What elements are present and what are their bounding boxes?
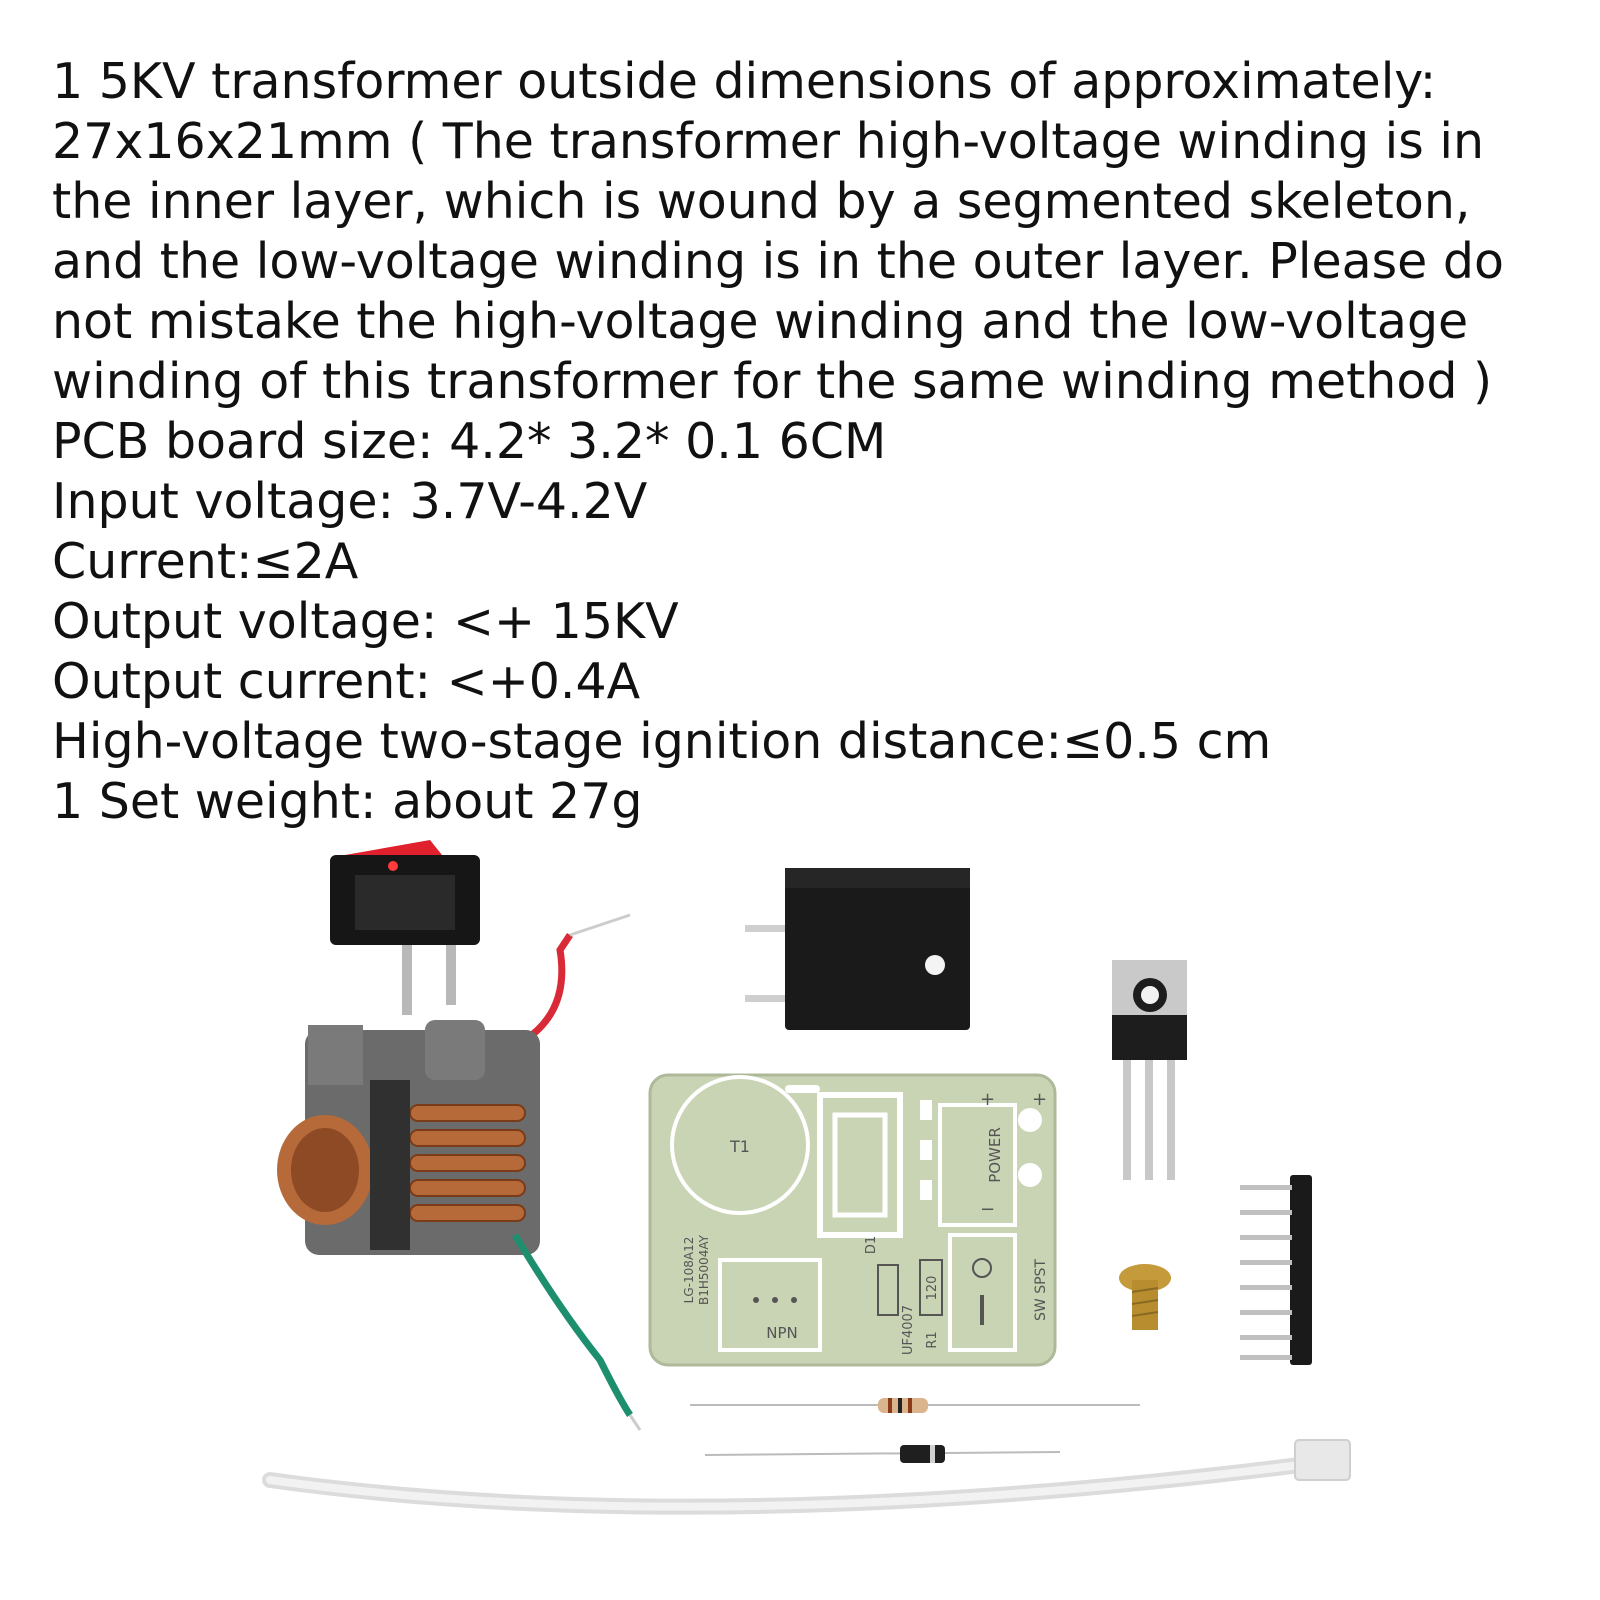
pcb-label-npn: NPN: [766, 1324, 798, 1342]
pcb-label-model: LG-108A12: [682, 1237, 696, 1304]
pcb-label-model-2: B1H5004AY: [697, 1234, 711, 1305]
pcb-label-resistor: 120: [925, 1276, 940, 1301]
spec-line-current: Current:≤2A: [52, 533, 359, 590]
pcb-label-t1: T1: [729, 1137, 750, 1156]
diode-icon: [704, 1445, 1061, 1463]
pcb-label-switch: SW SPST: [1033, 1259, 1049, 1321]
pcb-label-plus-2: +: [1032, 1089, 1047, 1110]
pcb-label-minus: −: [980, 1199, 995, 1220]
spec-text: 1 5KV transformer outside dimensions of …: [52, 52, 1562, 832]
product-photo: T1 POWER + + − SW SPST NPN LG-108A12 B1H…: [0, 840, 1600, 1600]
pcb-label-power: POWER: [986, 1127, 1004, 1183]
pcb-label-diode: UF4007: [901, 1305, 916, 1355]
pcb-label-plus: +: [980, 1089, 995, 1110]
transformer-icon: [277, 913, 642, 1431]
spec-line-input-voltage: Input voltage: 3.7V-4.2V: [52, 473, 648, 530]
screw-icon: [1119, 1264, 1171, 1330]
spec-line-transformer: 1 5KV transformer outside dimensions of …: [52, 53, 1504, 410]
spec-line-output-current: Output current: <+0.4A: [52, 653, 641, 710]
cable-tie-icon: [262, 1439, 1351, 1515]
heatsink-icon: [745, 868, 970, 1030]
spec-line-weight: 1 Set weight: about 27g: [52, 773, 643, 830]
spec-line-output-voltage: Output voltage: <+ 15KV: [52, 593, 679, 650]
pcb-icon: T1 POWER + + − SW SPST NPN LG-108A12 B1H…: [648, 1073, 1057, 1367]
rocker-switch-icon: [330, 840, 480, 1015]
pcb-label-d1: D1: [864, 1236, 879, 1254]
pcb-label-r1: R1: [925, 1331, 940, 1348]
transistor-icon: [1112, 960, 1187, 1180]
spec-line-pcb-size: PCB board size: 4.2* 3.2* 0.1 6CM: [52, 413, 887, 470]
resistor-icon: [690, 1398, 1140, 1413]
spec-line-ignition-distance: High-voltage two-stage ignition distance…: [52, 713, 1272, 770]
pin-header-icon: [1240, 1175, 1312, 1365]
